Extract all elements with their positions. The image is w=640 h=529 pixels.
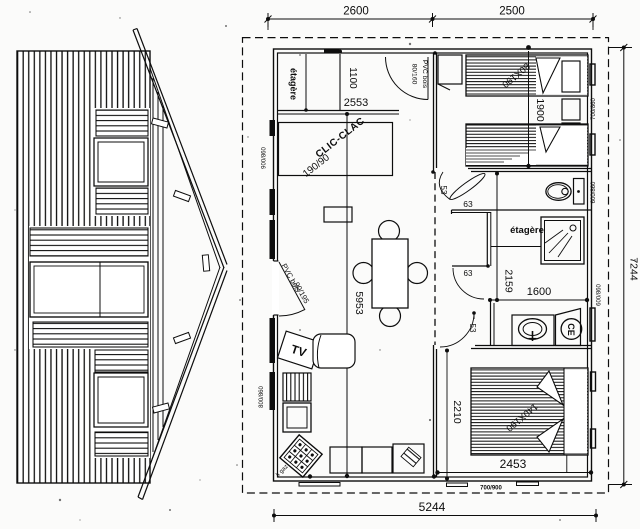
svg-text:2600: 2600: [343, 6, 369, 18]
svg-text:PVC bois: PVC bois: [421, 60, 428, 89]
svg-text:600/860: 600/860: [591, 181, 597, 203]
svg-text:700/900: 700/900: [480, 486, 502, 492]
svg-text:800/860: 800/860: [259, 386, 265, 408]
svg-text:2453: 2453: [500, 457, 527, 471]
svg-text:2159: 2159: [503, 269, 515, 293]
svg-text:2500: 2500: [499, 6, 525, 18]
svg-text:étagère: étagère: [510, 225, 544, 236]
svg-text:700/860: 700/860: [591, 98, 597, 120]
svg-text:900/860: 900/860: [262, 147, 268, 169]
svg-text:2553: 2553: [344, 97, 368, 109]
svg-text:TV: TV: [289, 342, 308, 360]
svg-text:1100: 1100: [347, 67, 358, 89]
svg-text:1900: 1900: [534, 98, 546, 122]
svg-text:2210: 2210: [451, 400, 463, 424]
svg-text:7244: 7244: [628, 257, 640, 281]
svg-text:63: 63: [463, 199, 473, 209]
svg-text:5953: 5953: [353, 291, 365, 315]
svg-text:53: 53: [468, 324, 477, 333]
svg-text:1600: 1600: [527, 286, 551, 298]
svg-text:5244: 5244: [419, 500, 446, 514]
svg-text:53: 53: [439, 186, 448, 195]
svg-text:600/860: 600/860: [597, 284, 603, 306]
svg-text:étagère: étagère: [289, 68, 299, 100]
svg-text:80/160: 80/160: [411, 64, 418, 85]
svg-text:CE: CE: [566, 323, 576, 336]
svg-text:63: 63: [464, 269, 473, 278]
